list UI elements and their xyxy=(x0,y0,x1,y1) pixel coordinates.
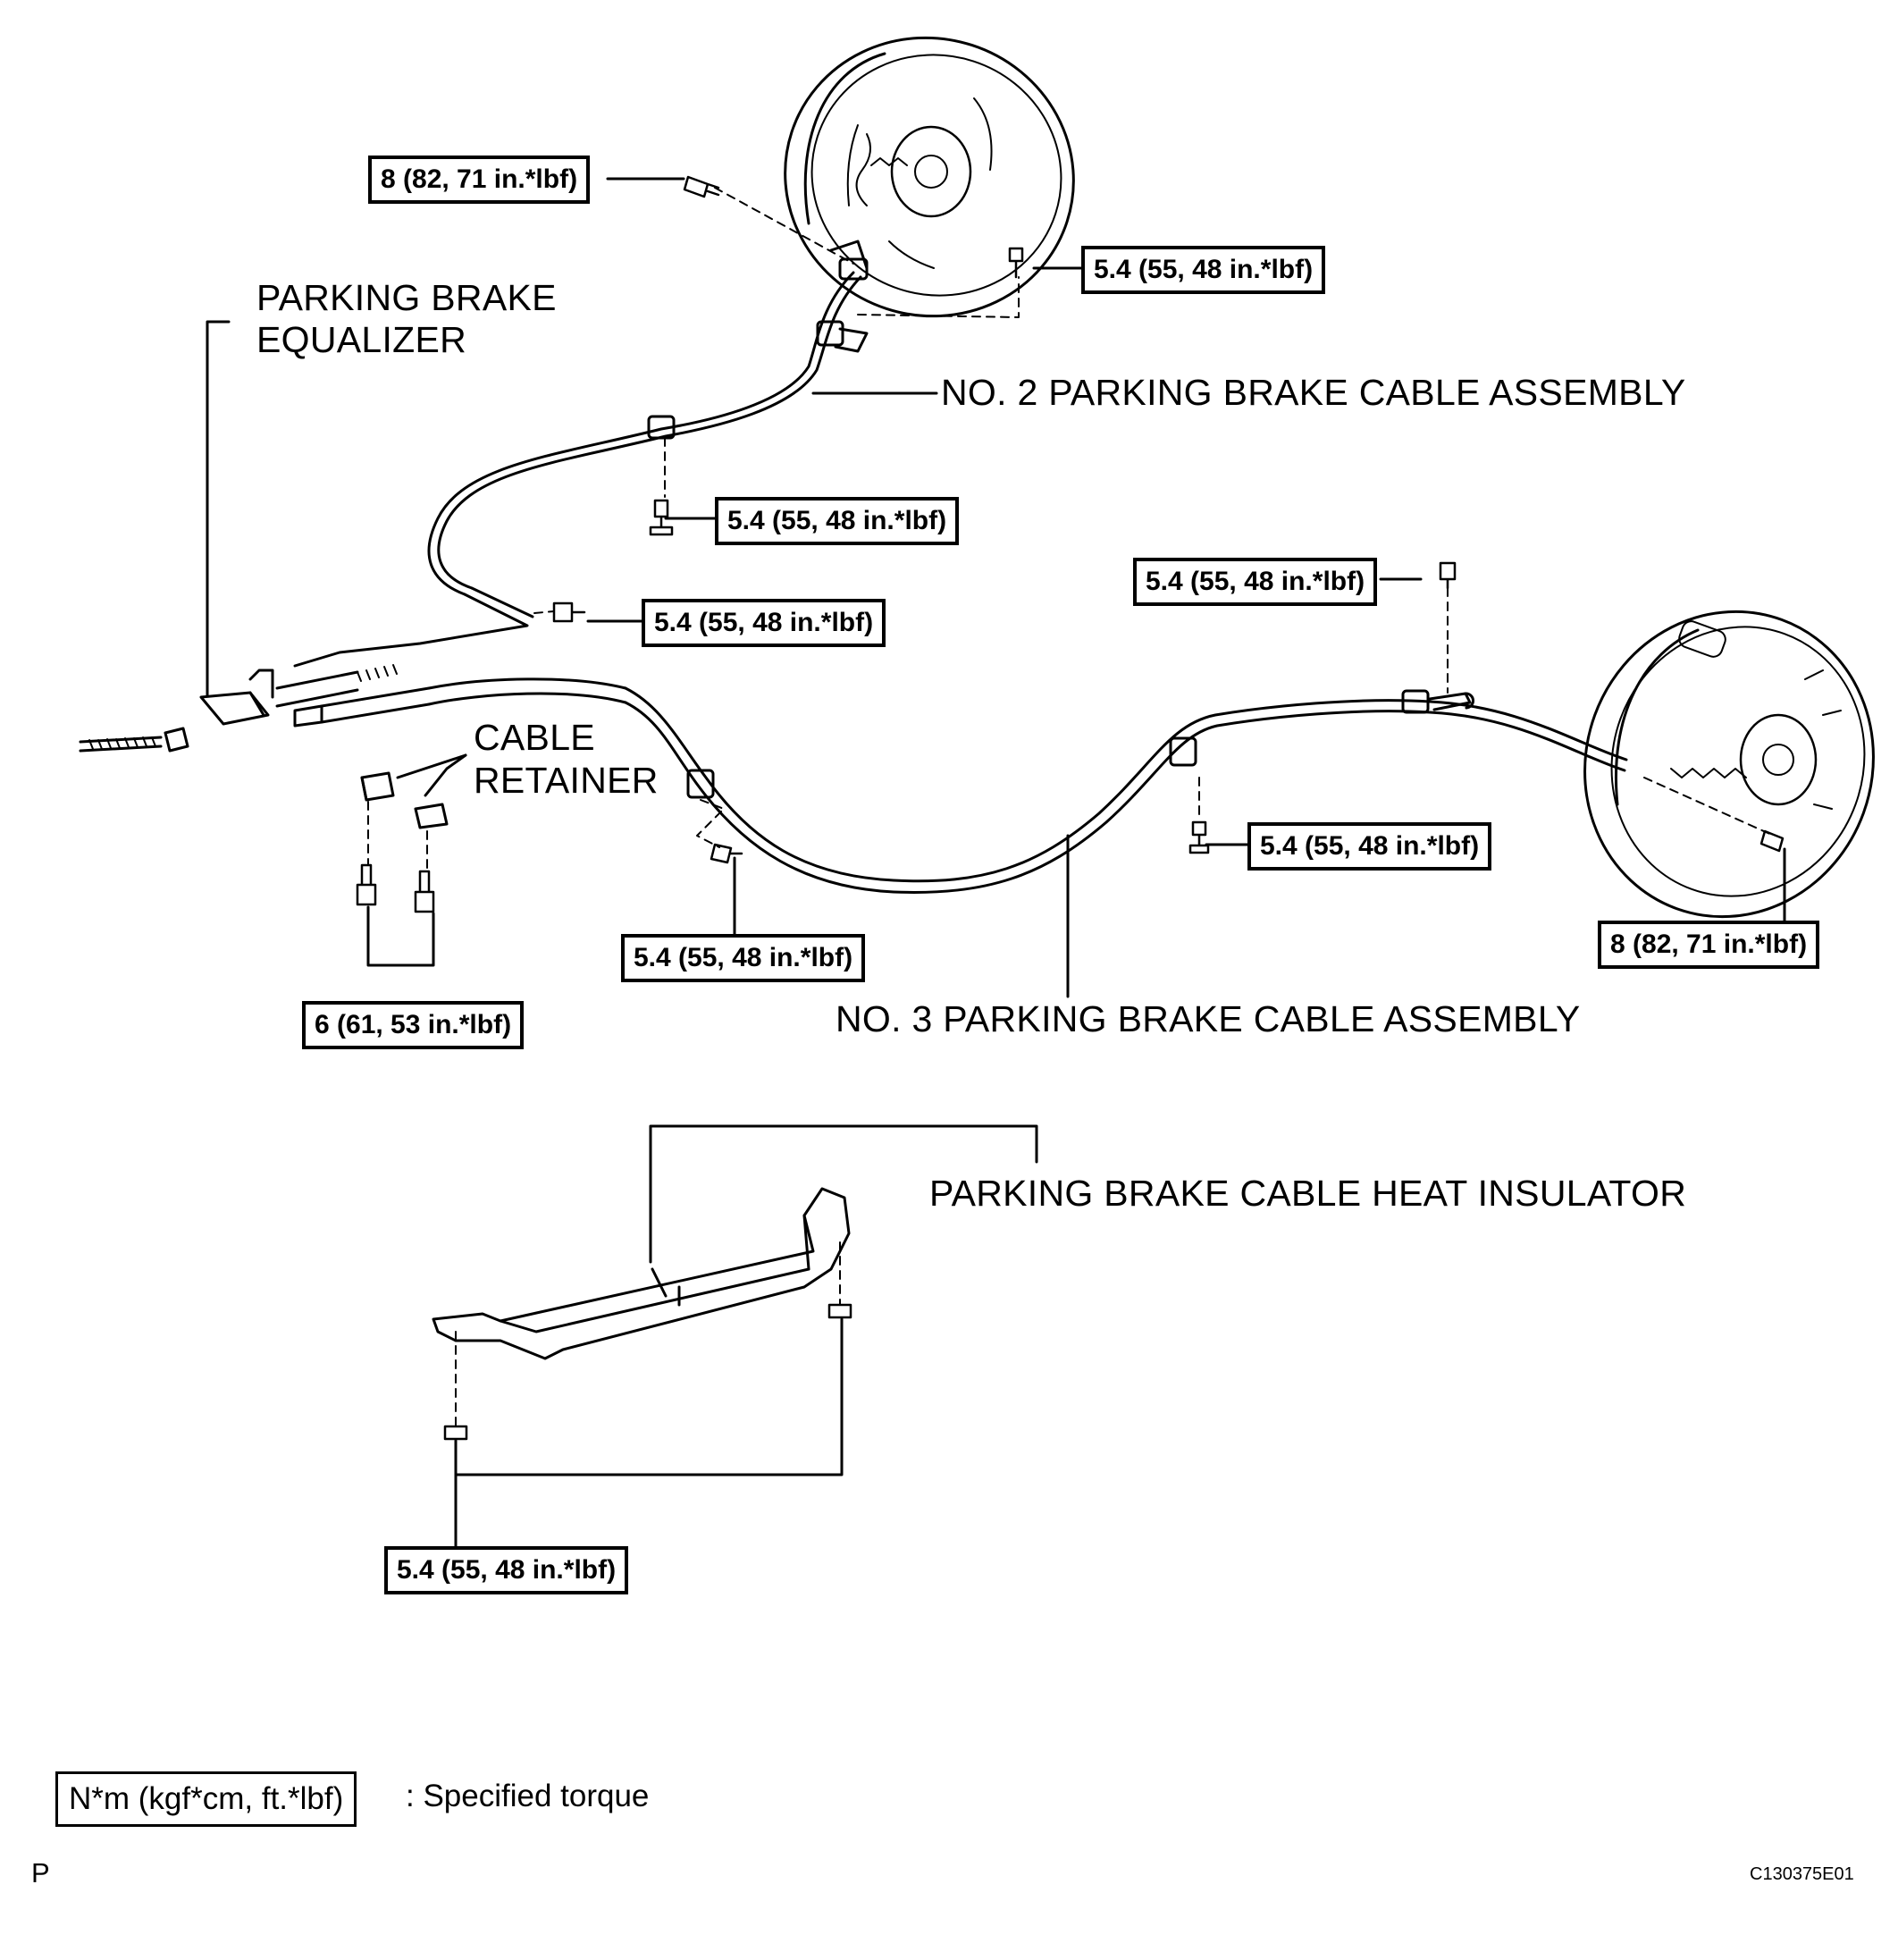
torque-box-no2-clamp: 5.4 (55, 48 in.*lbf) xyxy=(715,497,960,545)
no3-cable xyxy=(624,686,1628,894)
page-letter: P xyxy=(31,1857,50,1888)
torque-box-no3-right-upper: 5.4 (55, 48 in.*lbf) xyxy=(1133,558,1378,606)
cable-retainers xyxy=(360,771,449,829)
leader-lines xyxy=(206,177,1786,1548)
torque-box-no3-left: 5.4 (55, 48 in.*lbf) xyxy=(621,934,866,982)
figure-code: C130375E01 xyxy=(1750,1864,1854,1884)
equalizer xyxy=(79,664,627,753)
torque-box-no3-mid: 5.4 (55, 48 in.*lbf) xyxy=(1247,822,1492,871)
torque-box-insulator: 5.4 (55, 48 in.*lbf) xyxy=(384,1546,629,1594)
bolts xyxy=(356,175,1785,1441)
right-backing-plate xyxy=(1583,610,1875,919)
no3-cable-label: NO. 3 PARKING BRAKE CABLE ASSEMBLY xyxy=(836,998,1581,1039)
torque-box-right-backing-bolt: 8 (82, 71 in.*lbf) xyxy=(1598,921,1820,969)
torque-box-no2-bracket: 5.4 (55, 48 in.*lbf) xyxy=(642,599,886,647)
no2-cable xyxy=(293,240,869,668)
dashed-lines xyxy=(367,187,1775,1427)
heat-insulator xyxy=(432,1187,851,1360)
legend-text: : Specified torque xyxy=(406,1779,650,1813)
legend-torque-unit-box: N*m (kgf*cm, ft.*lbf) xyxy=(55,1771,357,1827)
equalizer-label-line1: PARKING BRAKE xyxy=(256,277,557,318)
cable-retainer-label-line2: RETAINER xyxy=(474,760,659,801)
equalizer-label-line2: EQUALIZER xyxy=(256,319,467,360)
no2-cable-label: NO. 2 PARKING BRAKE CABLE ASSEMBLY xyxy=(941,372,1686,413)
heat-insulator-label: PARKING BRAKE CABLE HEAT INSULATOR xyxy=(929,1173,1687,1214)
torque-box-retainer: 6 (61, 53 in.*lbf) xyxy=(302,1001,525,1049)
upper-backing-plate xyxy=(784,36,1075,318)
torque-box-backing-upper: 5.4 (55, 48 in.*lbf) xyxy=(1081,246,1326,294)
cable-retainer-label-line1: CABLE xyxy=(474,717,595,758)
torque-box-left-backing-bolt: 8 (82, 71 in.*lbf) xyxy=(368,156,591,204)
